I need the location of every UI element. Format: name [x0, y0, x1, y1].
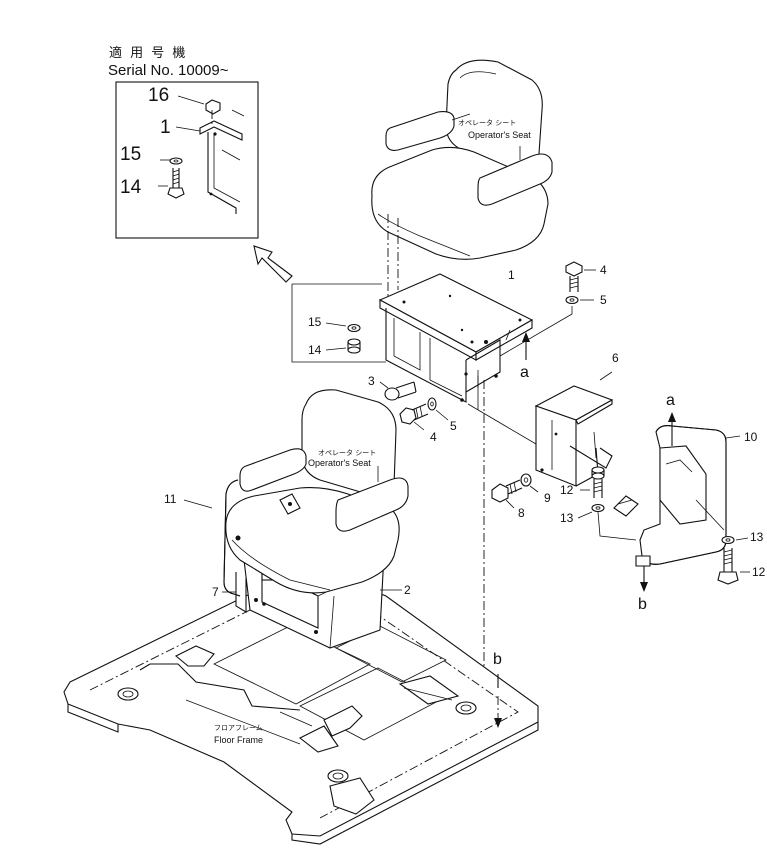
- top-seat-label-en: Operator's Seat: [468, 130, 531, 140]
- seat-backrest-lower: [301, 389, 397, 498]
- callout-12-right: 12: [752, 565, 766, 579]
- seat-mount-bracket: [378, 273, 534, 403]
- lower-operator-seat: [225, 389, 409, 649]
- inset-pointer-arrow: [253, 245, 293, 283]
- floor-frame-label-en: Floor Frame: [214, 735, 264, 745]
- bolt-12-right: [717, 548, 750, 585]
- handrail-11: [183, 479, 241, 597]
- bracket-side-wall: [385, 308, 467, 403]
- callout-2: 2: [404, 583, 411, 597]
- serial-header-english: Serial No. 10009~: [108, 62, 229, 79]
- callout-5-top: 5: [600, 293, 607, 307]
- inset-callout-15: 15: [120, 144, 142, 165]
- callout-13-right: 13: [750, 530, 764, 544]
- callout-7: 7: [212, 585, 219, 599]
- handrail-bracket: [613, 495, 639, 517]
- callout-15: 15: [308, 315, 322, 329]
- seat-rail: [235, 572, 247, 613]
- handrail-panel: [659, 445, 707, 525]
- floor-frame-label-jp: フロアフレーム: [214, 724, 263, 732]
- callout-4-top: 4: [600, 263, 607, 277]
- floor-panel-1: [213, 625, 371, 705]
- washer-13-mid: [577, 503, 605, 519]
- bolt-8: [491, 479, 523, 509]
- callout-5-lower: 5: [450, 419, 457, 433]
- callout-9: 9: [544, 491, 551, 505]
- washer-9: [520, 473, 532, 487]
- nut-14: [347, 338, 361, 346]
- callout-3: 3: [368, 374, 375, 388]
- callout-10: 10: [744, 430, 758, 444]
- ref-letter-a-handrail: a: [666, 392, 675, 409]
- inset-callout-14: 14: [120, 177, 142, 198]
- callout-1: 1: [508, 268, 515, 282]
- ref-letter-b-floor: b: [493, 651, 502, 668]
- bolt-3: [379, 381, 417, 401]
- inset-callout-16: 16: [148, 85, 170, 106]
- bolt-4-top: [565, 261, 596, 292]
- seat-left-armrest: [385, 111, 455, 151]
- inset-detail: [115, 81, 259, 239]
- washer-5-top: [565, 295, 594, 305]
- floor-frame: [63, 587, 539, 845]
- handrail-10: [613, 425, 741, 567]
- callout-11: 11: [164, 492, 177, 506]
- serial-header-japanese: 適 用 号 機: [109, 46, 188, 61]
- inset-callout-1: 1: [160, 117, 171, 138]
- inset-bracket-top: [199, 120, 243, 141]
- lower-seat-label-jp: オペレータ シート: [318, 449, 377, 457]
- callout-13-mid: 13: [560, 511, 574, 525]
- left-armrest-lower: [239, 448, 307, 492]
- seat-right-armrest: [477, 153, 553, 206]
- top-seat-label-jp: オペレータ シート: [458, 119, 517, 127]
- callout-6: 6: [612, 351, 619, 365]
- lower-seat-label-en: Operator's Seat: [308, 458, 371, 468]
- inset-nut: [205, 99, 221, 115]
- inset-frame: [115, 81, 259, 239]
- top-operator-seat: [371, 59, 553, 260]
- washer-15: [347, 323, 361, 333]
- callout-4-lower: 4: [430, 430, 437, 444]
- ref-letter-b-handrail: b: [638, 596, 647, 613]
- callout-14: 14: [308, 343, 322, 357]
- inset-bracket-side: [207, 132, 237, 214]
- inset-washer: [169, 157, 183, 165]
- washer-13-right: [721, 535, 749, 545]
- callout-12-mid: 12: [560, 483, 574, 497]
- bolt-12-mid: [580, 466, 605, 498]
- ref-letter-a-bracket: a: [520, 364, 529, 381]
- right-armrest-lower: [335, 477, 409, 532]
- bolt-4-lower: [399, 403, 429, 431]
- washer-5-lower: [427, 397, 449, 421]
- guard-plate-6: [534, 371, 614, 487]
- callout-8: 8: [518, 506, 525, 520]
